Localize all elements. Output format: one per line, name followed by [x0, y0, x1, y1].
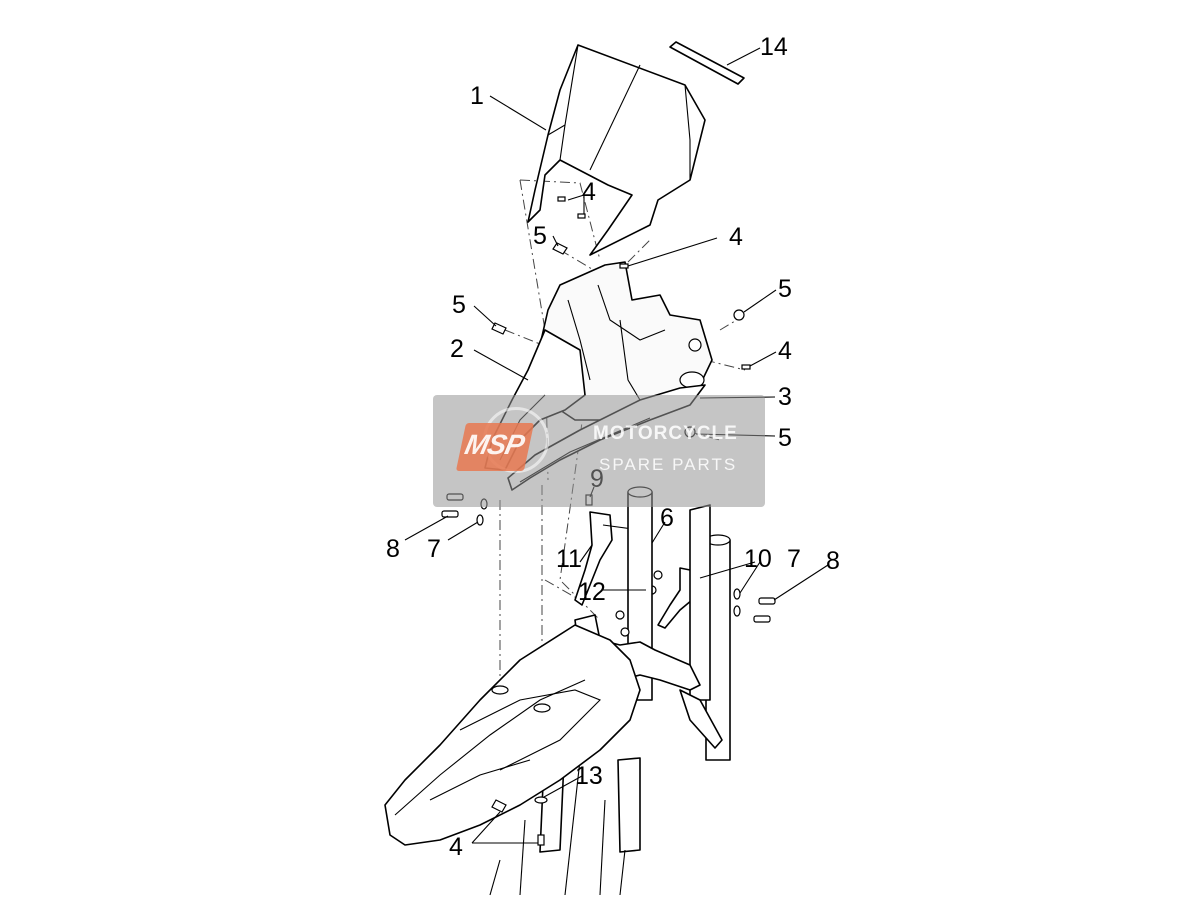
watermark-logo-text: MSP [462, 429, 527, 460]
front-mudguard [384, 624, 723, 846]
callout-4d: 4 [449, 833, 463, 861]
callout-5d: 5 [778, 424, 792, 452]
watermark-line-1: MOTORCYCLE [593, 423, 738, 444]
callout-4b: 4 [729, 223, 743, 251]
callout-3: 3 [778, 383, 792, 411]
callout-labels: 1 2 3 4 4 4 4 5 5 5 5 6 7 7 8 8 9 10 11 … [386, 33, 840, 861]
callout-5c: 5 [778, 275, 792, 303]
callout-7a: 7 [427, 535, 441, 563]
watermark-line-2: SPARE PARTS [599, 455, 738, 474]
callout-2: 2 [450, 335, 464, 363]
callout-7b: 7 [787, 545, 801, 573]
watermark-banner: MSP MOTORCYCLE SPARE PARTS [433, 395, 765, 507]
callout-6: 6 [660, 504, 674, 532]
callout-12: 12 [578, 578, 606, 606]
front-fork [489, 486, 731, 896]
callout-8b: 8 [826, 547, 840, 575]
callout-1: 1 [470, 82, 484, 110]
rubber-strip [669, 41, 745, 85]
callout-11: 11 [556, 545, 582, 573]
callout-4a: 4 [582, 178, 596, 206]
callout-5b: 5 [452, 291, 466, 319]
callout-4c: 4 [778, 337, 792, 365]
watermark-logo: MSP [455, 423, 535, 471]
callout-10: 10 [744, 545, 772, 573]
callout-14: 14 [760, 33, 788, 61]
callout-8a: 8 [386, 535, 400, 563]
callout-5a: 5 [533, 222, 547, 250]
windscreen [527, 44, 706, 256]
callout-13: 13 [575, 762, 603, 790]
leader-lines [404, 47, 829, 844]
